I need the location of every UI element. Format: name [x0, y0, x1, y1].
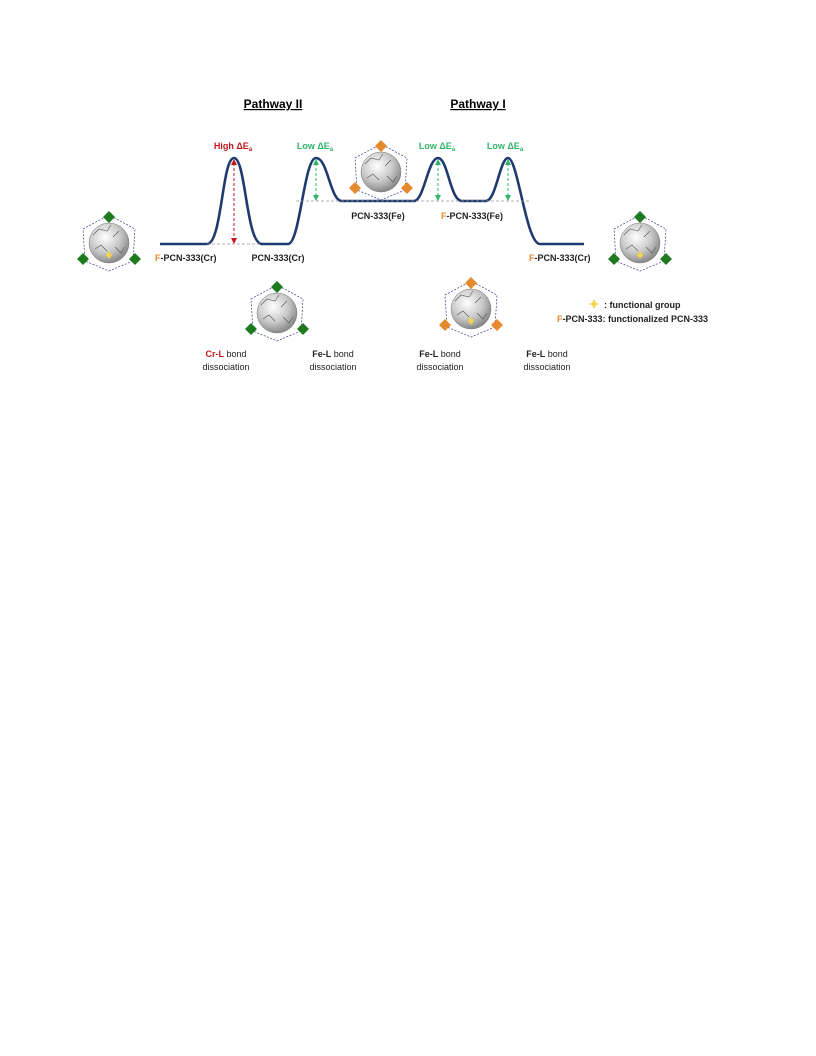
star-burst-icon	[588, 299, 600, 309]
step-label-3: Fe-L bond	[419, 349, 461, 359]
high-barrier-arrow	[231, 159, 237, 244]
label-low-barrier-2: Low ΔEa	[419, 141, 456, 153]
legend-f-definition: F-PCN-333: functionalized PCN-333	[557, 314, 708, 324]
header-pathway-i: Pathway I	[450, 97, 505, 111]
cr-mof-cage-icon	[245, 281, 309, 342]
step-label-2-line2: dissociation	[309, 362, 356, 372]
cr-mof-cage-icon	[608, 211, 672, 272]
legend-functional-group: : functional group	[604, 300, 681, 310]
label-low-barrier-1: Low ΔEa	[297, 141, 334, 153]
fe-mof-cage-icon	[349, 140, 413, 201]
label-f-pcn-cr-left: F-PCN-333(Cr)	[155, 253, 217, 263]
step-label-2: Fe-L bond	[312, 349, 354, 359]
cr-mof-cage-icon	[77, 211, 141, 272]
label-high-barrier: High ΔEa	[214, 141, 253, 153]
label-pcn-fe: PCN-333(Fe)	[351, 211, 405, 221]
low-barrier-arrow-1	[313, 159, 319, 201]
low-barrier-arrow-2	[435, 159, 441, 201]
fe-mof-cage-icon	[439, 277, 503, 338]
step-label-4: Fe-L bond	[526, 349, 568, 359]
legend: : functional group F-PCN-333: functional…	[557, 299, 708, 324]
step-label-1-line2: dissociation	[202, 362, 249, 372]
low-barrier-arrow-3	[505, 159, 511, 201]
energy-profile-line	[160, 156, 584, 246]
label-f-pcn-fe: F-PCN-333(Fe)	[441, 211, 503, 221]
step-label-1: Cr-L bond	[205, 349, 246, 359]
step-label-4-line2: dissociation	[523, 362, 570, 372]
label-low-barrier-3: Low ΔEa	[487, 141, 524, 153]
label-pcn-cr: PCN-333(Cr)	[251, 253, 304, 263]
step-label-3-line2: dissociation	[416, 362, 463, 372]
header-pathway-ii: Pathway II	[244, 97, 303, 111]
label-f-pcn-cr-right: F-PCN-333(Cr)	[529, 253, 591, 263]
